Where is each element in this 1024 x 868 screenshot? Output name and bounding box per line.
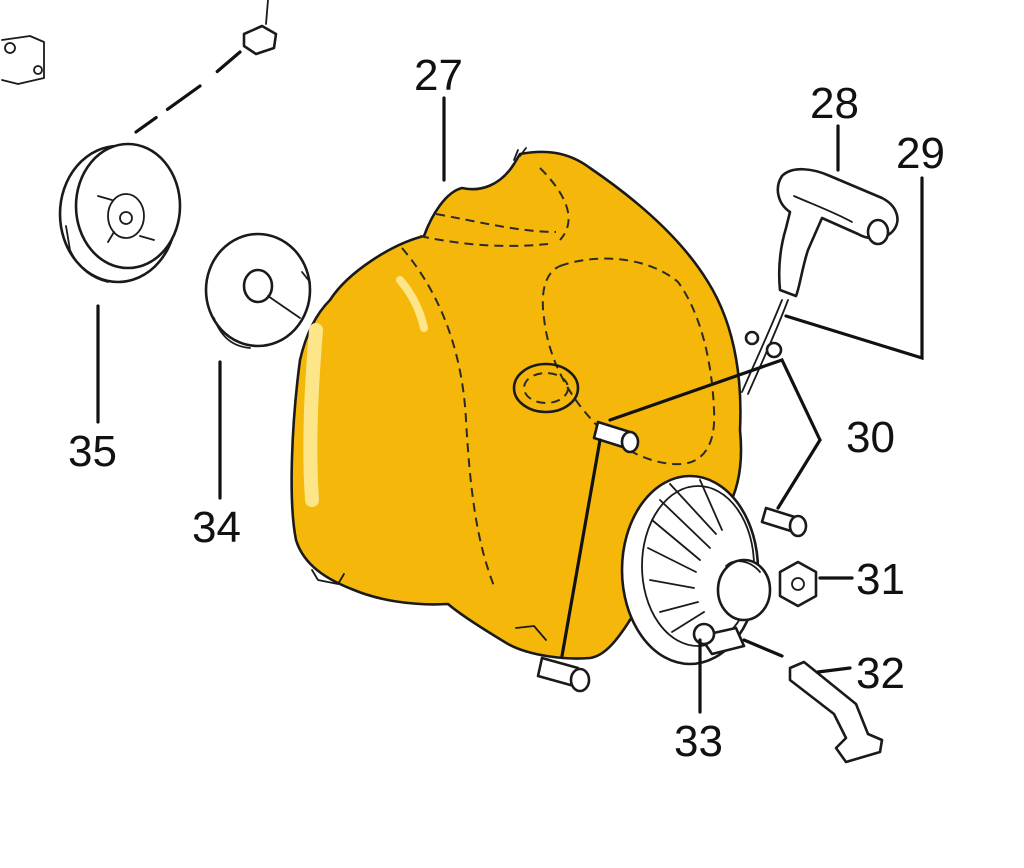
nut-part-31 <box>778 560 818 608</box>
callout-27: 27 <box>414 51 463 100</box>
callout-30: 30 <box>846 413 895 462</box>
bracket-fragment <box>1 0 278 134</box>
callout-31: 31 <box>856 555 905 604</box>
callout-33: 33 <box>674 717 723 766</box>
bolt-30-a <box>592 420 640 454</box>
callout-32: 32 <box>856 649 905 698</box>
recoil-hub <box>620 474 772 666</box>
callout-34: 34 <box>192 503 241 552</box>
pulley-part-35 <box>58 142 182 284</box>
callout-29: 29 <box>896 129 945 178</box>
washer-part-34 <box>204 232 312 349</box>
callout-28: 28 <box>810 79 859 128</box>
pawl-part-32 <box>788 660 884 764</box>
leader-lines <box>96 96 924 714</box>
callout-35: 35 <box>68 427 117 476</box>
handle-part-28 <box>776 167 899 298</box>
bolt-lower <box>536 656 591 693</box>
bolt-30-b <box>760 506 808 538</box>
starter-cord-part-29 <box>741 299 789 395</box>
